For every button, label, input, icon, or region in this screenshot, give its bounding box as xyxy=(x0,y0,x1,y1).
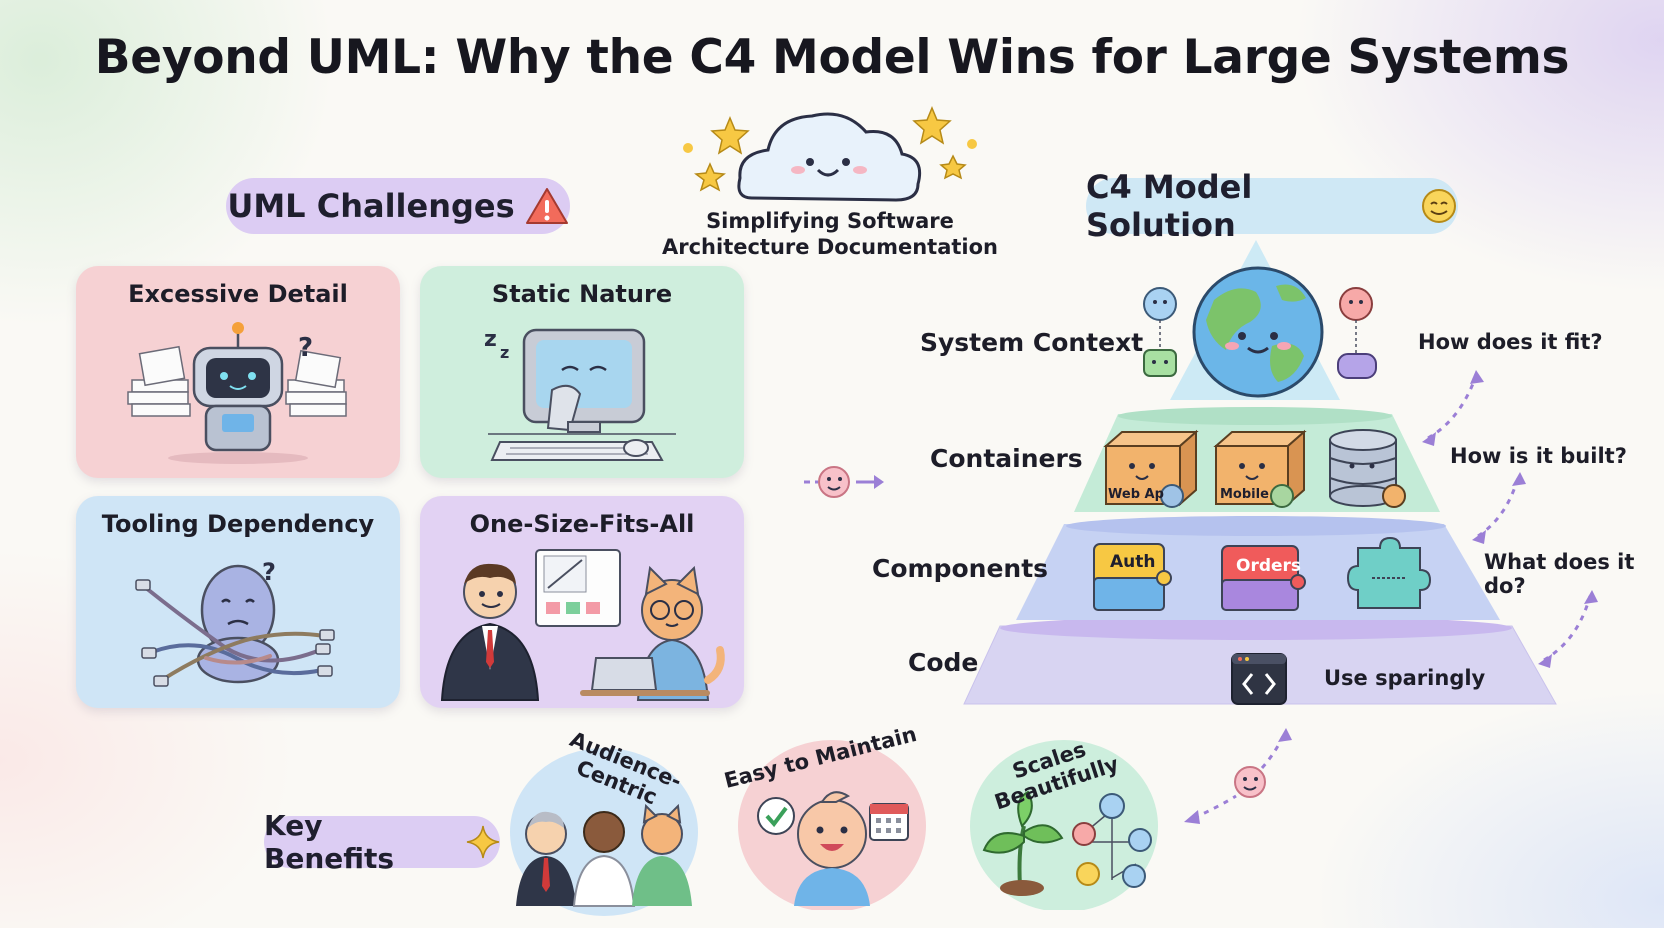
container-box-icon xyxy=(1103,429,1199,508)
svg-text:?: ? xyxy=(262,558,276,586)
benefit-easy-to-maintain: Easy to Maintain xyxy=(722,722,932,910)
question-how-is-it-built: How is it built? xyxy=(1450,444,1627,468)
container-box-icon xyxy=(1213,429,1307,508)
tangled-creature-icon: ? xyxy=(135,558,335,687)
component-label-auth: Auth xyxy=(1110,552,1156,572)
svg-text:z: z xyxy=(500,343,509,362)
question-how-does-it-fit: How does it fit? xyxy=(1418,330,1603,354)
page-title: Beyond UML: Why the C4 Model Wins for La… xyxy=(94,30,1570,85)
component-label-orders: Orders xyxy=(1236,556,1302,576)
robot-with-papers-icon: ? xyxy=(127,322,347,464)
card-title: Excessive Detail xyxy=(128,280,348,308)
growing-plant-network-icon xyxy=(970,740,1158,910)
subtitle-line-2: Architecture Documentation xyxy=(662,235,998,259)
card-title: One-Size-Fits-All xyxy=(469,510,695,538)
card-excessive-detail: Excessive Detail ? xyxy=(76,266,400,478)
puzzle-piece-icon xyxy=(1346,536,1432,609)
container-label-web-app: Web Ap xyxy=(1108,487,1164,502)
subtitle-line-1: Simplifying Software xyxy=(706,209,954,233)
user-icon xyxy=(1337,287,1377,379)
svg-text:z: z xyxy=(484,327,497,352)
level-system-context: System Context xyxy=(920,328,1144,357)
code-window-icon xyxy=(1231,653,1287,705)
container-label-mobile: Mobile xyxy=(1220,487,1269,502)
code-note: Use sparingly xyxy=(1324,666,1486,690)
benefit-scales-beautifully: Scales Beautifully xyxy=(964,730,1164,910)
card-title: Tooling Dependency xyxy=(101,510,375,538)
puzzle-piece-icon xyxy=(1093,543,1172,611)
people-group-icon xyxy=(510,748,698,916)
warning-icon xyxy=(525,188,568,224)
question-what-does-it-do: What does it do? xyxy=(1484,550,1635,598)
svg-text:?: ? xyxy=(298,333,313,363)
key-benefits-label: Key Benefits xyxy=(264,809,395,875)
manager-and-cat-icon xyxy=(440,549,725,701)
uml-challenges-label: UML Challenges xyxy=(227,187,515,225)
puzzle-piece-icon xyxy=(1221,545,1306,611)
card-one-size-fits-all: One-Size-Fits-All xyxy=(420,496,744,708)
sleeping-computer-icon: z z xyxy=(484,327,676,461)
sparkle-icon xyxy=(467,825,500,859)
globe-icon xyxy=(1192,266,1324,398)
user-icon xyxy=(1143,287,1177,377)
star-icon xyxy=(694,106,967,192)
happy-checklist-icon xyxy=(738,740,926,910)
card-static-nature: Static Nature z z xyxy=(420,266,744,478)
benefit-audience-centric: Audience-Centric xyxy=(504,727,704,916)
subtitle: Simplifying Software Architecture Docume… xyxy=(660,208,1000,260)
level-containers: Containers xyxy=(930,444,1083,473)
c4-solution-heading: C4 Model Solution xyxy=(1086,168,1458,244)
c4-solution-label: C4 Model Solution xyxy=(1086,168,1253,244)
smiling-face-icon xyxy=(1421,189,1456,223)
card-tooling-dependency: Tooling Dependency ? xyxy=(76,496,400,708)
cloud-icon xyxy=(737,112,922,202)
database-icon xyxy=(1329,429,1406,508)
uml-challenges-heading: UML Challenges xyxy=(226,178,570,234)
level-components: Components xyxy=(872,554,1049,583)
card-title: Static Nature xyxy=(491,280,673,308)
key-benefits-heading: Key Benefits xyxy=(264,809,500,875)
level-code: Code xyxy=(908,648,979,677)
